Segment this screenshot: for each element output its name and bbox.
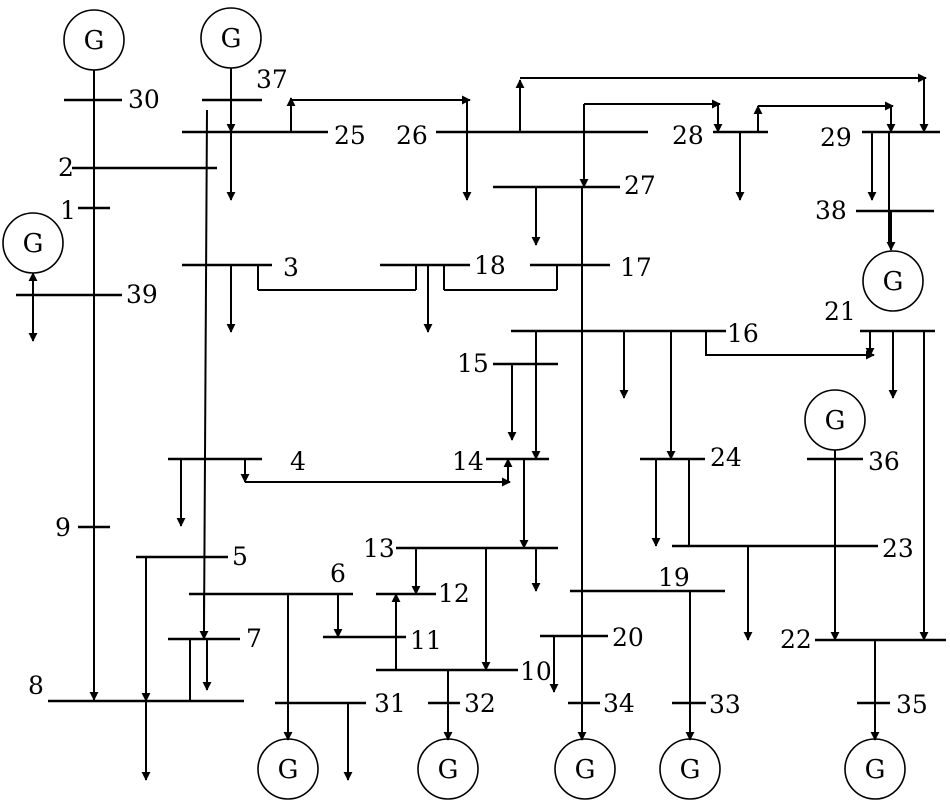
label-bus-23: 23 (882, 534, 914, 563)
generator-34: G (554, 738, 616, 800)
label-bus-7: 7 (246, 624, 262, 653)
label-bus-14: 14 (452, 447, 484, 476)
label-bus-5: 5 (232, 542, 248, 571)
label-bus-32: 32 (464, 689, 496, 718)
label-bus-38: 38 (815, 196, 847, 225)
label-bus-27: 27 (624, 171, 656, 200)
svg-text:G: G (825, 406, 846, 436)
svg-text:G: G (221, 24, 242, 54)
generator-35: G (844, 738, 906, 800)
label-bus-22: 22 (780, 625, 812, 654)
label-bus-34: 34 (603, 689, 635, 718)
label-bus-6: 6 (330, 559, 346, 588)
label-bus-30: 30 (128, 85, 160, 114)
label-bus-24: 24 (710, 443, 742, 472)
generator-31: G (257, 738, 319, 800)
generator-32: G (417, 738, 479, 800)
label-bus-13: 13 (363, 534, 395, 563)
label-bus-28: 28 (672, 121, 704, 150)
label-bus-39: 39 (126, 280, 158, 309)
label-bus-37: 37 (256, 65, 288, 94)
svg-text:G: G (575, 755, 596, 785)
label-bus-9: 9 (55, 513, 71, 542)
bus-labels: 30 37 25 26 28 29 2 27 1 38 3 18 17 39 2… (28, 65, 928, 719)
label-bus-26: 26 (396, 121, 428, 150)
svg-text:G: G (278, 755, 299, 785)
label-bus-8: 8 (28, 671, 44, 700)
label-bus-15: 15 (457, 349, 489, 378)
svg-text:G: G (84, 26, 105, 56)
svg-text:G: G (680, 755, 701, 785)
label-bus-17: 17 (620, 253, 652, 282)
label-bus-12: 12 (438, 579, 470, 608)
generator-37: G (200, 7, 262, 69)
label-bus-21: 21 (824, 297, 856, 326)
label-bus-29: 29 (820, 123, 852, 152)
label-bus-36: 36 (868, 447, 900, 476)
label-bus-4: 4 (290, 447, 306, 476)
generator-33: G (659, 738, 721, 800)
label-bus-31: 31 (374, 689, 406, 718)
label-bus-33: 33 (709, 690, 741, 719)
label-bus-20: 20 (612, 623, 644, 652)
label-bus-11: 11 (410, 626, 442, 655)
generator-30: G (63, 9, 125, 71)
label-bus-3: 3 (283, 253, 299, 282)
svg-text:G: G (438, 755, 459, 785)
generator-36: G (804, 389, 866, 451)
label-bus-25: 25 (334, 121, 366, 150)
label-bus-19: 19 (658, 563, 690, 592)
generator-39: G (2, 212, 64, 274)
arrows (28, 73, 929, 781)
buses (16, 98, 946, 705)
svg-text:G: G (23, 229, 44, 259)
svg-text:G: G (883, 267, 904, 297)
generator-38: G (862, 250, 924, 312)
label-bus-16: 16 (727, 319, 759, 348)
svg-text:G: G (865, 755, 886, 785)
label-bus-10: 10 (520, 657, 552, 686)
label-bus-1: 1 (60, 196, 76, 225)
label-bus-2: 2 (58, 153, 74, 182)
label-bus-35: 35 (896, 690, 928, 719)
label-bus-18: 18 (474, 251, 506, 280)
